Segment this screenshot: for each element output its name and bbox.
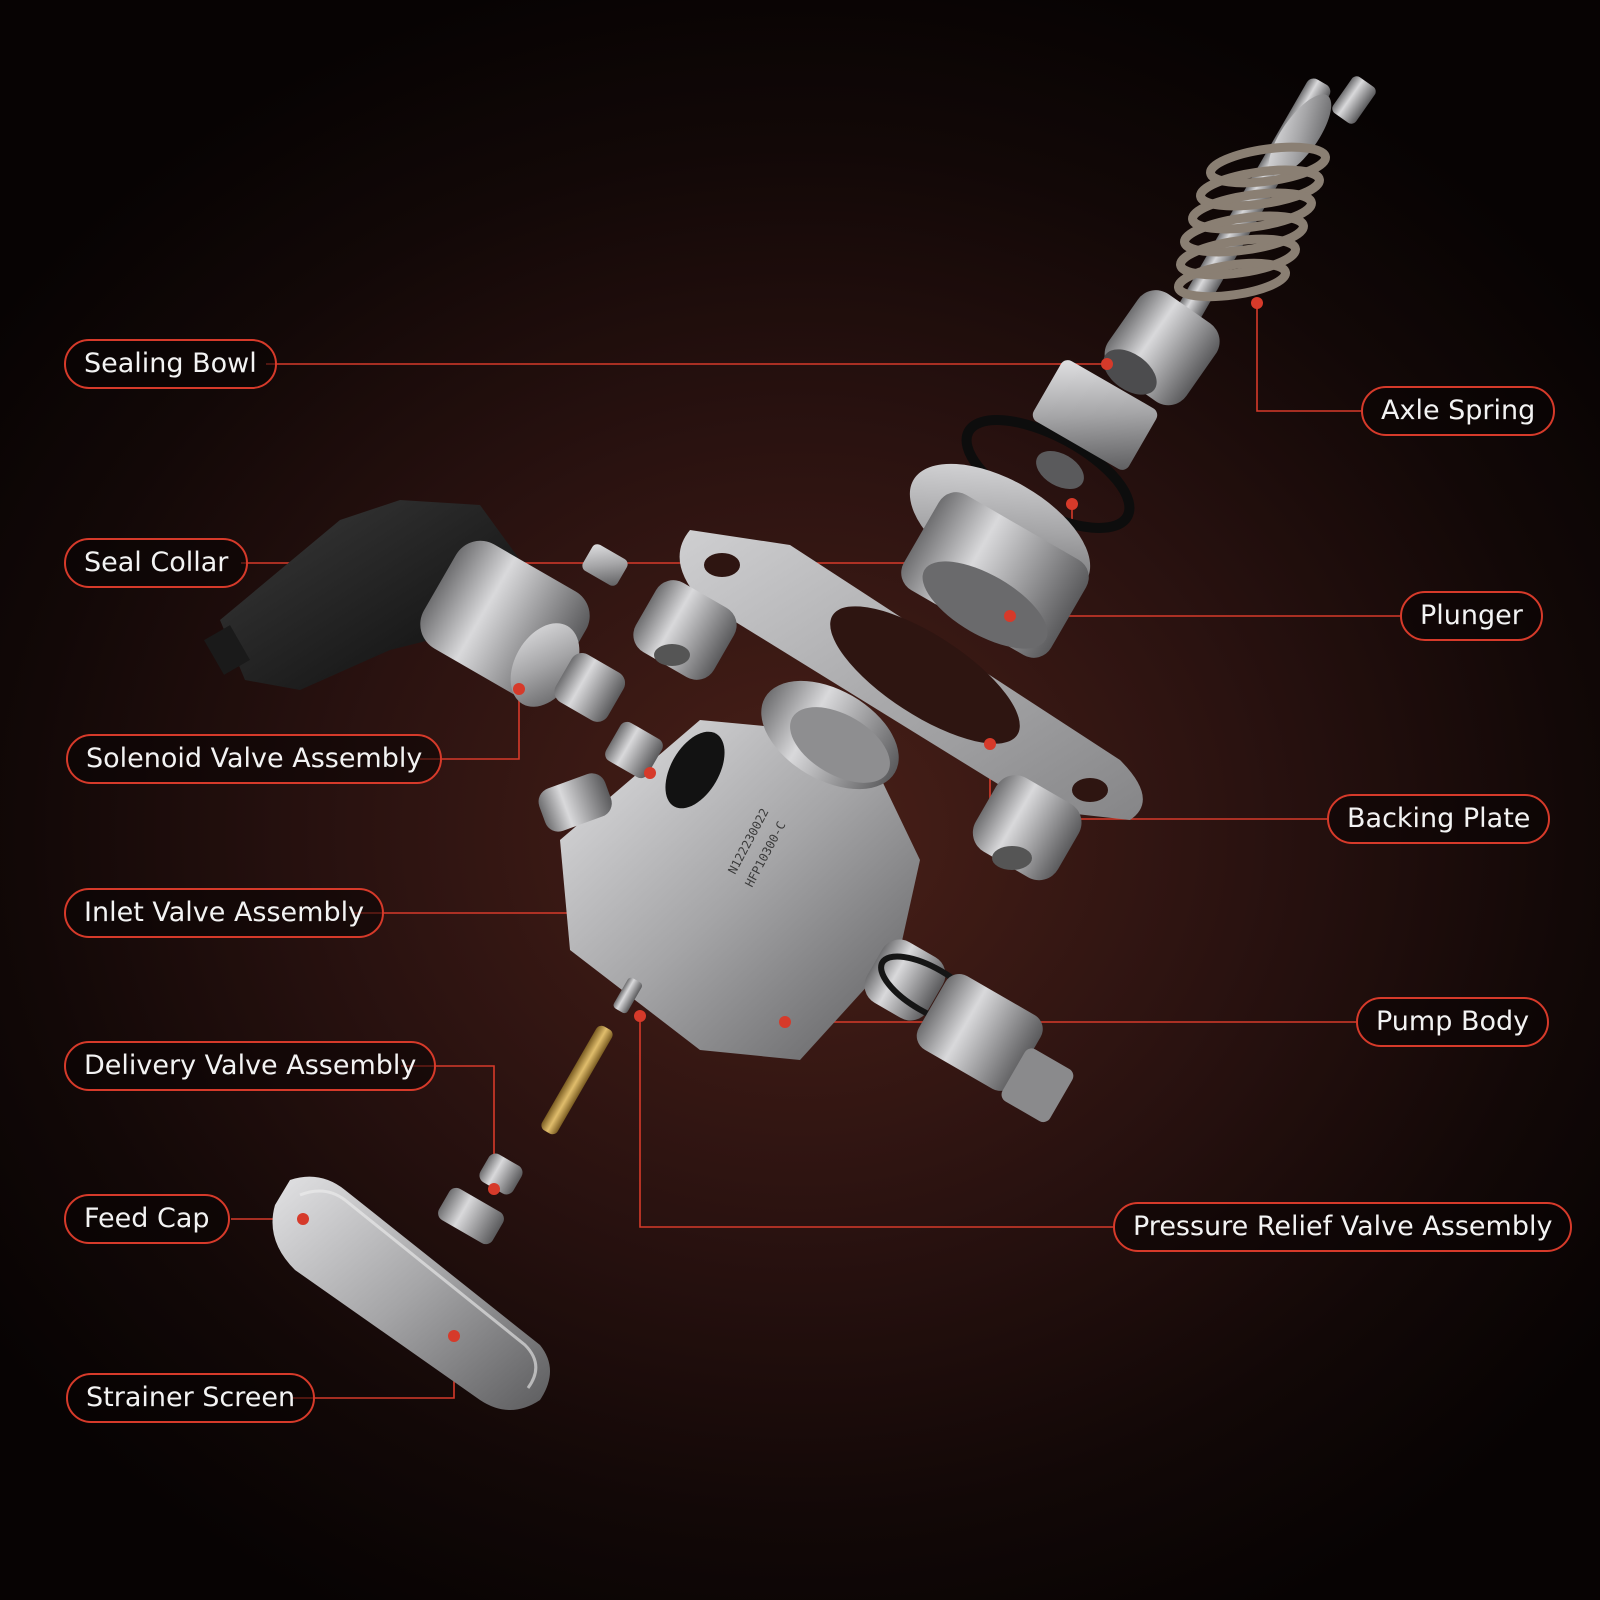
solenoid-valve-part xyxy=(204,500,628,722)
callout-inlet-valve-assembly: Inlet Valve Assembly xyxy=(64,888,385,938)
bushing-upper xyxy=(633,580,737,680)
backing-plate-part xyxy=(679,530,1143,820)
callout-strainer-screen: Strainer Screen xyxy=(66,1373,316,1423)
leader-pressure-relief xyxy=(639,1016,1113,1228)
feed-cap-part xyxy=(272,1176,550,1410)
callout-axle-spring: Axle Spring xyxy=(1361,386,1556,436)
callout-pump-body: Pump Body xyxy=(1356,997,1550,1047)
bushing-lower xyxy=(972,775,1082,881)
callout-feed-cap: Feed Cap xyxy=(64,1194,230,1244)
callout-sealing-bowl: Sealing Bowl xyxy=(64,339,277,389)
sealing-bowl-part xyxy=(1103,290,1220,406)
leader-solenoid-valve xyxy=(420,689,520,760)
leader-axle-spring xyxy=(1256,303,1361,412)
delivery-valve-part xyxy=(438,977,642,1245)
leader-dots xyxy=(297,297,1263,1342)
axle-spring-part xyxy=(1163,76,1376,346)
callout-solenoid-valve-assembly: Solenoid Valve Assembly xyxy=(66,734,443,784)
callout-plunger: Plunger xyxy=(1400,591,1543,641)
pressure-relief-valve-part xyxy=(864,939,1074,1123)
plunger-part xyxy=(901,463,1091,658)
callout-pressure-relief-valve-assembly: Pressure Relief Valve Assembly xyxy=(1113,1202,1573,1252)
callout-seal-collar: Seal Collar xyxy=(64,538,249,588)
callout-backing-plate: Backing Plate xyxy=(1327,794,1551,844)
pump-body-part: N122230022 HFP10300-C xyxy=(538,680,920,1060)
callout-delivery-valve-assembly: Delivery Valve Assembly xyxy=(64,1041,437,1091)
